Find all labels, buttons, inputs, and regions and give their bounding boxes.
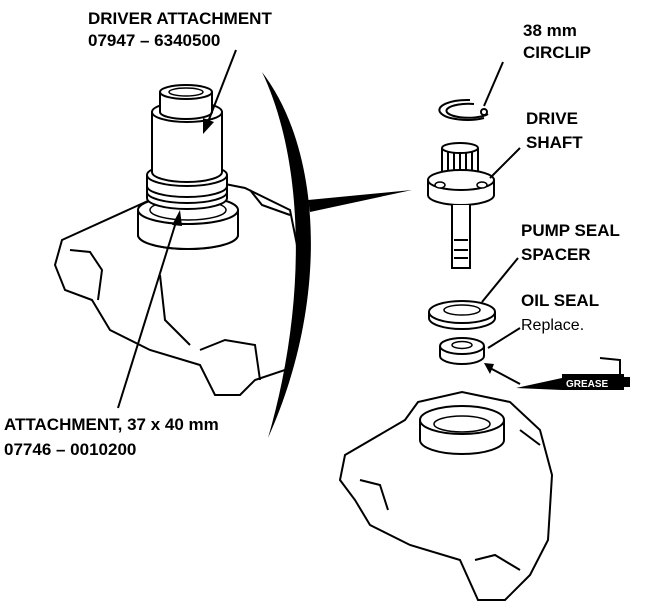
- grease-arrowhead: [484, 363, 494, 374]
- grease-label: GREASE: [566, 379, 609, 390]
- circlip-part: [438, 98, 489, 121]
- drive-shaft-leader: [489, 147, 521, 179]
- oil-seal-part: [439, 337, 485, 365]
- view-bracket: [262, 72, 311, 438]
- replace-label: Replace.: [521, 317, 584, 334]
- driver-attachment-leader: [207, 49, 237, 123]
- attachment-label: ATTACHMENT, 37 x 40 mm: [4, 415, 219, 434]
- drive-shaft-part: [427, 142, 495, 269]
- driver-attachment-part-number: 07947 – 6340500: [88, 31, 220, 50]
- pump-seal-label: PUMP SEAL: [521, 221, 620, 240]
- grease-tube: [516, 357, 630, 390]
- driver-attachment-tool: [137, 84, 239, 250]
- right-pump-housing: [338, 390, 554, 601]
- spacer-leader: [481, 257, 519, 303]
- circlip-label: CIRCLIP: [523, 43, 591, 62]
- view-pointer: [308, 190, 412, 212]
- circlip-size-label: 38 mm: [523, 21, 577, 40]
- grease-arrow: [489, 367, 521, 385]
- drive-label: DRIVE: [526, 109, 578, 128]
- oil-seal-label: OIL SEAL: [521, 291, 599, 310]
- circlip-leader: [483, 61, 504, 107]
- driver-attachment-label: DRIVER ATTACHMENT: [88, 9, 272, 28]
- pump-seal-spacer-part: [428, 300, 496, 330]
- driver-attachment-arrowhead: [203, 118, 214, 134]
- spacer-label: SPACER: [521, 245, 591, 264]
- attachment-part-number: 07746 – 0010200: [4, 440, 136, 459]
- attachment-leader: [117, 221, 177, 409]
- shaft-label: SHAFT: [526, 133, 583, 152]
- attachment-arrowhead: [172, 210, 182, 226]
- oil-seal-leader: [487, 327, 521, 349]
